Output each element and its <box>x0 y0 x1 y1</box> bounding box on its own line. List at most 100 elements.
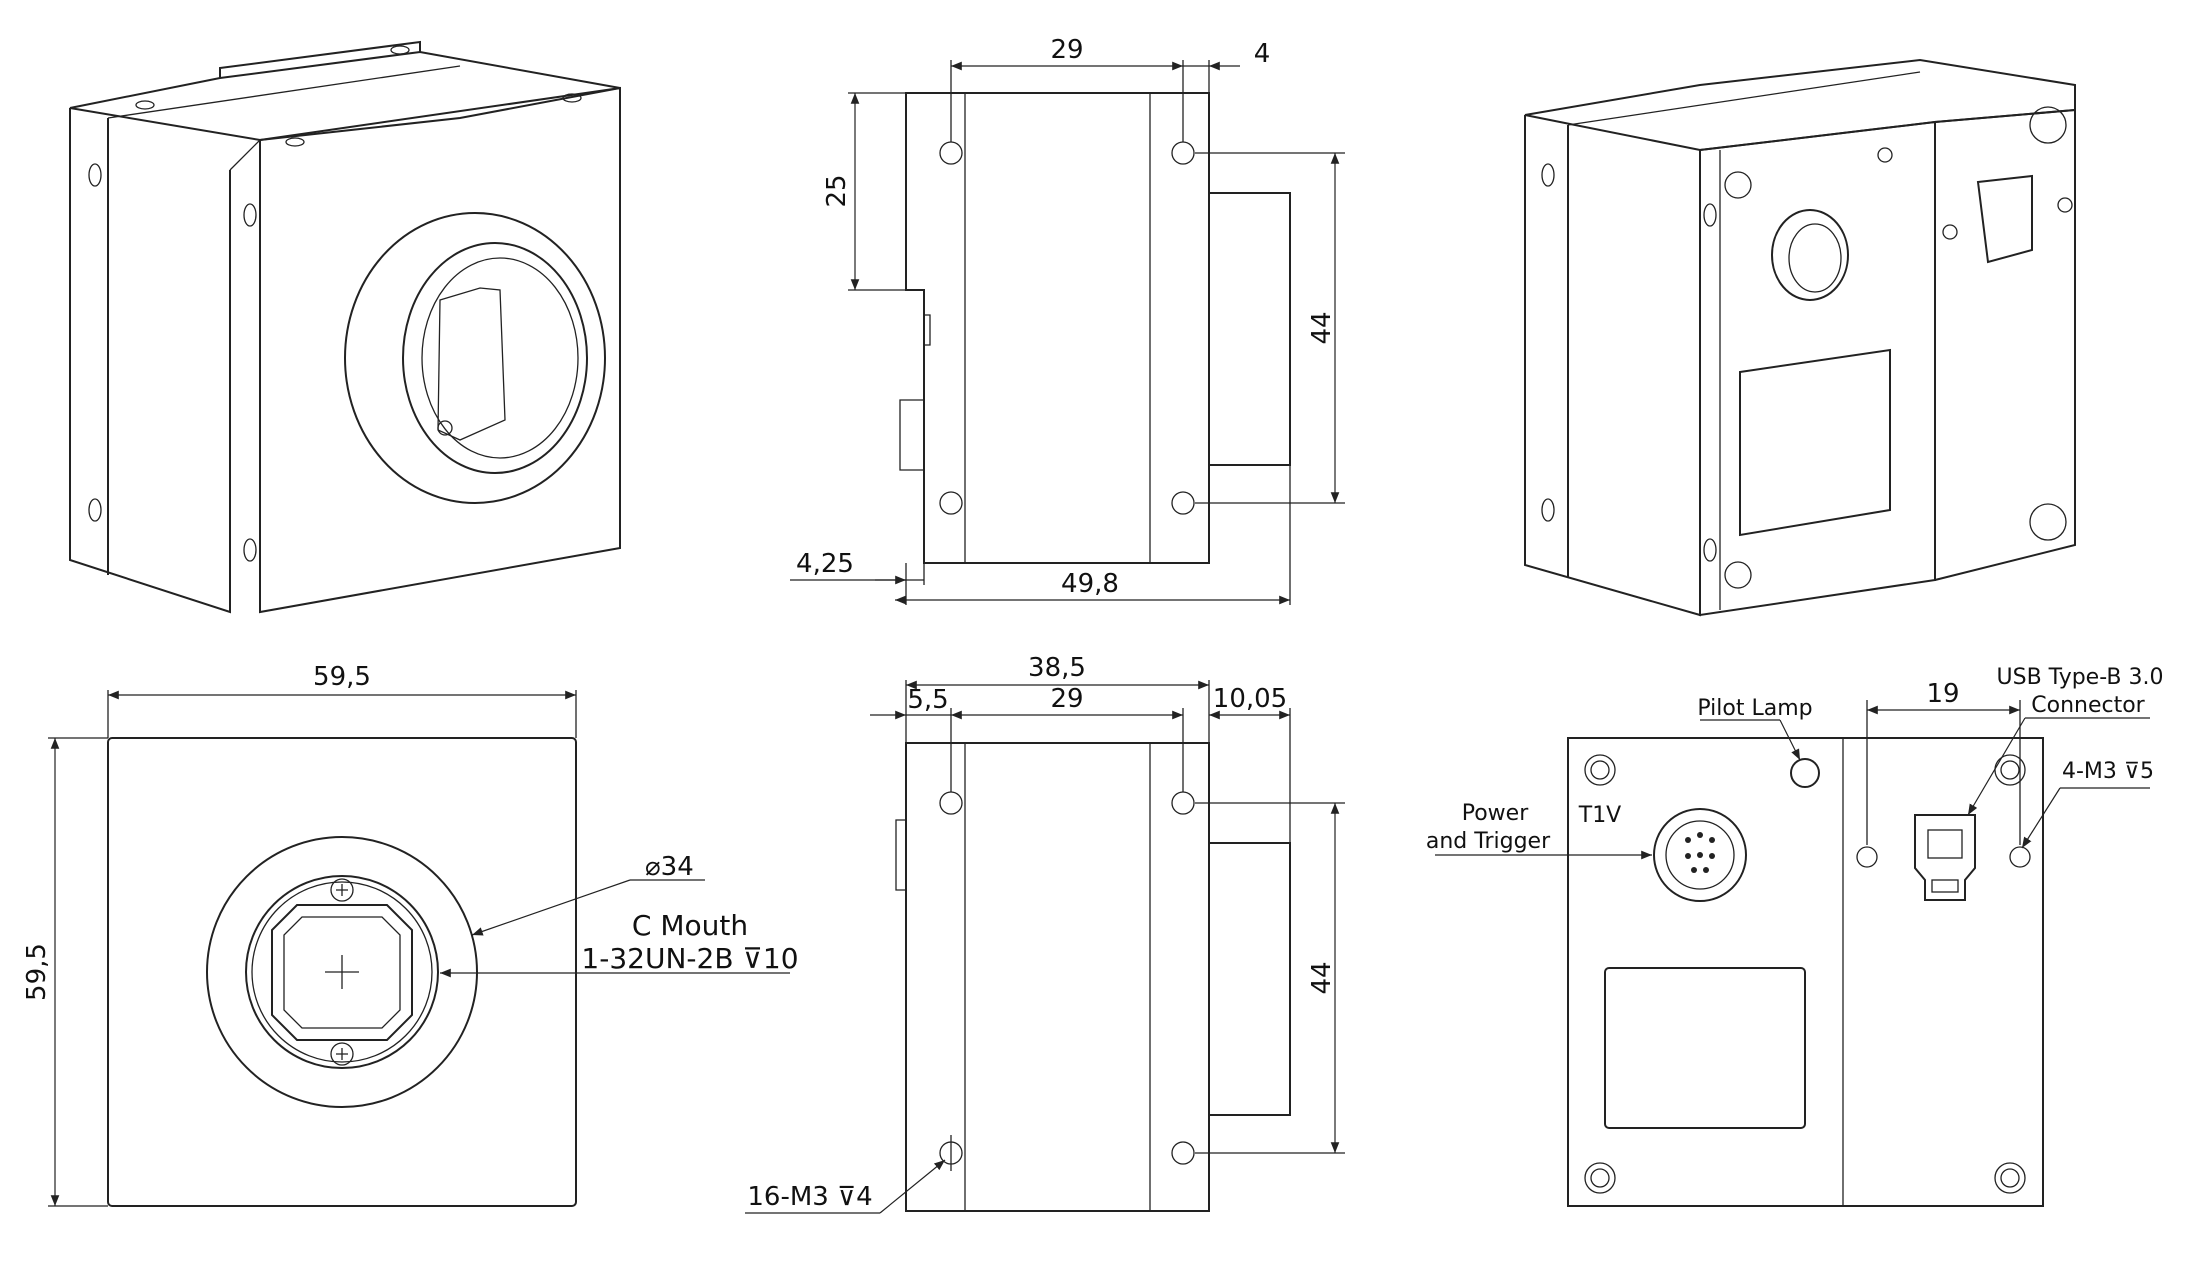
side-top-tab <box>899 399 925 471</box>
iso-screw <box>437 420 453 436</box>
dim-19: 19 <box>1926 679 1959 709</box>
rear-iso-usb-plate <box>1934 108 2076 581</box>
front-view: 59,5 59,5 ⌀34 C Mouth 1-32UN-2B ⊽10 <box>22 662 799 1207</box>
dim-25: 25 <box>822 174 852 207</box>
side-top-hole <box>939 491 963 515</box>
rear-screw-hex <box>2000 1168 2020 1188</box>
side-view-bottom: 38,5 29 5,5 10,05 44 16-M3 ⊽4 <box>745 653 1345 1214</box>
leader-pilot-lamp <box>1779 719 1801 761</box>
iso-hole <box>285 137 305 147</box>
side-top-hole <box>939 141 963 165</box>
rear-iso-connector-inner <box>1788 223 1842 293</box>
dim-29-bottom: 29 <box>1050 684 1083 714</box>
side-bottom-hole <box>1171 791 1195 815</box>
dim-44-bottom: 44 <box>1307 961 1337 994</box>
front-iso-view <box>69 40 621 614</box>
rear-iso-top <box>1524 58 2076 152</box>
rear-iso-seam <box>1567 71 1921 126</box>
rear-screw <box>1584 1162 1616 1194</box>
rear-iso-hole <box>1942 224 1958 240</box>
rear-iso-hole <box>1541 163 1555 187</box>
leader-usb <box>1967 717 2026 816</box>
iso-edge <box>229 139 261 171</box>
dim-4: 4 <box>1254 39 1271 69</box>
side-top-tab <box>924 314 931 346</box>
label-rear-holes: 4-M3 ⊽5 <box>2062 759 2154 784</box>
dim-55: 5,5 <box>907 685 948 715</box>
side-bottom-hole <box>939 791 963 815</box>
rear-screw-hex <box>2000 760 2020 780</box>
label-c-mouth-thread: 1-32UN-2B ⊽10 <box>581 942 798 975</box>
label-usb-line1: USB Type-B 3.0 <box>1997 665 2164 690</box>
usb-connector-inner <box>1927 829 1963 859</box>
iso-mount-bore <box>421 257 579 459</box>
rear-iso-hole <box>2029 503 2067 541</box>
side-top-hole <box>1171 141 1195 165</box>
rear-iso-label <box>1739 348 1891 537</box>
label-t1v: T1V <box>1578 803 1622 828</box>
dim-425: 4,25 <box>796 549 854 579</box>
usb-connector <box>1914 814 1976 901</box>
rear-iso-hole <box>2029 106 2067 144</box>
front-mount-inner <box>245 875 439 1069</box>
dim-385: 38,5 <box>1028 653 1086 683</box>
label-c-mouth: C Mouth <box>632 909 748 942</box>
label-power: Power <box>1462 801 1529 826</box>
front-screw <box>330 878 354 902</box>
side-top-hole <box>1171 491 1195 515</box>
pilot-lamp <box>1790 758 1820 788</box>
iso-top-ridge <box>219 40 421 78</box>
label-mount-holes: 16-M3 ⊽4 <box>747 1182 872 1212</box>
rear-iso-view <box>1524 58 2076 617</box>
iso-mount-inner <box>402 242 588 474</box>
rear-hole <box>1856 846 1878 868</box>
rear-screw-hex <box>1590 760 1610 780</box>
rear-iso-screw <box>1724 561 1752 589</box>
iso-hole <box>88 163 102 187</box>
iso-front-face <box>259 86 621 614</box>
label-pilot-lamp: Pilot Lamp <box>1697 696 1812 721</box>
usb-connector-inner <box>1931 879 1959 893</box>
dim-1005: 10,05 <box>1213 684 1287 714</box>
rear-hole <box>2009 846 2031 868</box>
side-bottom-body <box>905 742 1210 1212</box>
iso-top-seam <box>107 65 461 119</box>
front-screw-cross <box>336 884 348 1060</box>
label-diameter: ⌀34 <box>645 852 694 882</box>
side-bottom-mount <box>1209 842 1291 1116</box>
dim-29-top: 29 <box>1050 35 1083 65</box>
rear-iso-hole <box>1703 538 1717 562</box>
rear-screw <box>1994 1162 2026 1194</box>
rear-label-plate <box>1604 967 1806 1129</box>
rear-iso-hole <box>2057 197 2073 213</box>
front-body <box>107 737 577 1207</box>
front-sensor-window <box>271 904 413 1041</box>
iso-hole <box>390 45 410 55</box>
rear-view: Pilot Lamp USB Type-B 3.0 Connector 4-M3… <box>1426 665 2164 1207</box>
iso-hole <box>135 100 155 110</box>
rear-iso-hole <box>1703 203 1717 227</box>
dim-44-top: 44 <box>1307 311 1337 344</box>
front-mount-outer <box>206 836 478 1108</box>
rear-iso-left <box>1524 115 1701 617</box>
dim-595-width: 59,5 <box>313 662 371 692</box>
label-usb-line2: Connector <box>2031 693 2145 718</box>
rear-iso-back <box>1699 120 1936 617</box>
rear-screw-hex <box>1590 1168 1610 1188</box>
leader-mount-holes <box>879 1159 946 1214</box>
leader-diameter <box>471 879 631 936</box>
side-bottom-tab <box>895 819 907 891</box>
front-screw <box>330 1042 354 1066</box>
rear-iso-hole <box>1541 498 1555 522</box>
label-power-trigger: and Trigger <box>1426 829 1551 854</box>
leader-rear-holes <box>2021 787 2061 849</box>
power-trigger-connector <box>1653 808 1747 902</box>
rear-body <box>1567 737 2044 1207</box>
rear-iso-connector <box>1771 209 1849 301</box>
rear-iso-screw <box>1724 171 1752 199</box>
iso-left-face <box>69 108 231 614</box>
side-bottom-hole <box>1171 1141 1195 1165</box>
side-view-top: 29 4 25 44 4,25 49,8 <box>790 35 1345 605</box>
